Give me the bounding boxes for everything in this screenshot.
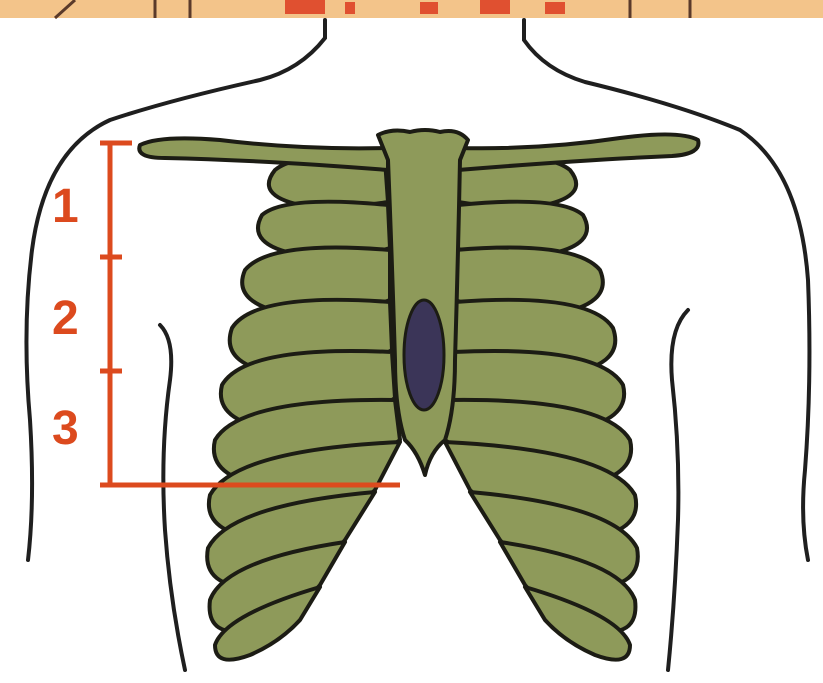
top-banner <box>0 0 823 18</box>
segment-label-2: 2 <box>52 292 79 345</box>
clavicle-left <box>139 138 388 170</box>
sternum-window <box>404 300 444 410</box>
clavicle-right <box>458 134 698 170</box>
segment-label-3: 3 <box>52 402 79 455</box>
arm-crease-right <box>668 310 688 670</box>
segment-label-1: 1 <box>52 180 79 233</box>
arm-crease-left <box>160 325 185 670</box>
